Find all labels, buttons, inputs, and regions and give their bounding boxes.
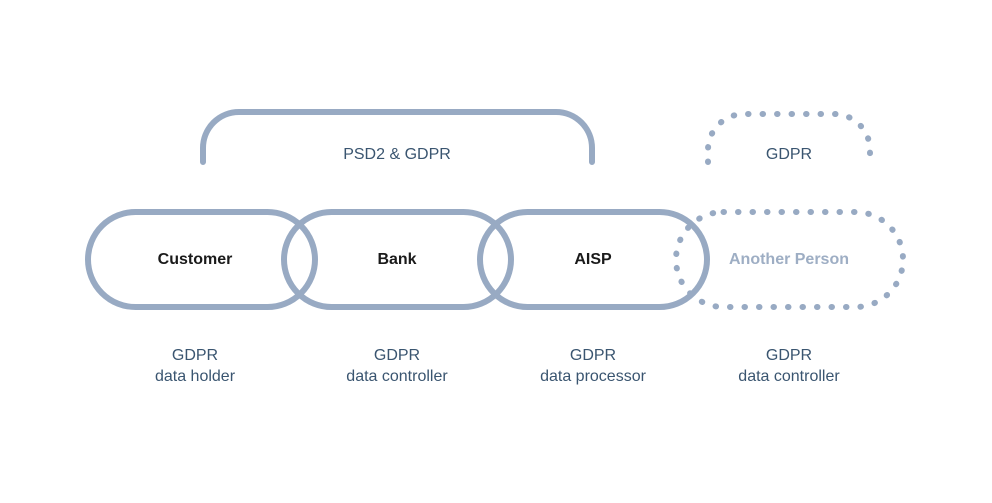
gdpr-group-label: GDPR — [765, 146, 813, 163]
customer-label: Customer — [157, 251, 233, 268]
bank-role: GDPR data controller — [297, 345, 497, 387]
psd2-gdpr-bracket — [200, 109, 595, 165]
customer-link — [85, 209, 318, 310]
customer-role-regulation: GDPR — [171, 347, 219, 364]
bank-link — [281, 209, 514, 310]
another-person-label: Another Person — [728, 251, 849, 268]
gdpr-bracket-dotted — [705, 111, 873, 165]
another-person-role-description: data controller — [738, 368, 840, 385]
aisp-link — [477, 209, 710, 310]
aisp-label: AISP — [574, 251, 612, 268]
bank-role-regulation: GDPR — [373, 347, 421, 364]
psd2-gdpr-label: PSD2 & GDPR — [343, 146, 451, 163]
aisp-role-description: data processor — [540, 368, 646, 385]
customer-role-description: data holder — [154, 368, 236, 385]
aisp-role-regulation: GDPR — [569, 347, 617, 364]
another-person-role-regulation: GDPR — [765, 347, 813, 364]
bank-label: Bank — [377, 251, 417, 268]
customer-role: GDPR data holder — [95, 345, 295, 387]
another-person-link-dotted — [673, 209, 906, 310]
another-person-role: GDPR data controller — [689, 345, 889, 387]
aisp-role: GDPR data processor — [493, 345, 693, 387]
bank-role-description: data controller — [346, 368, 448, 385]
